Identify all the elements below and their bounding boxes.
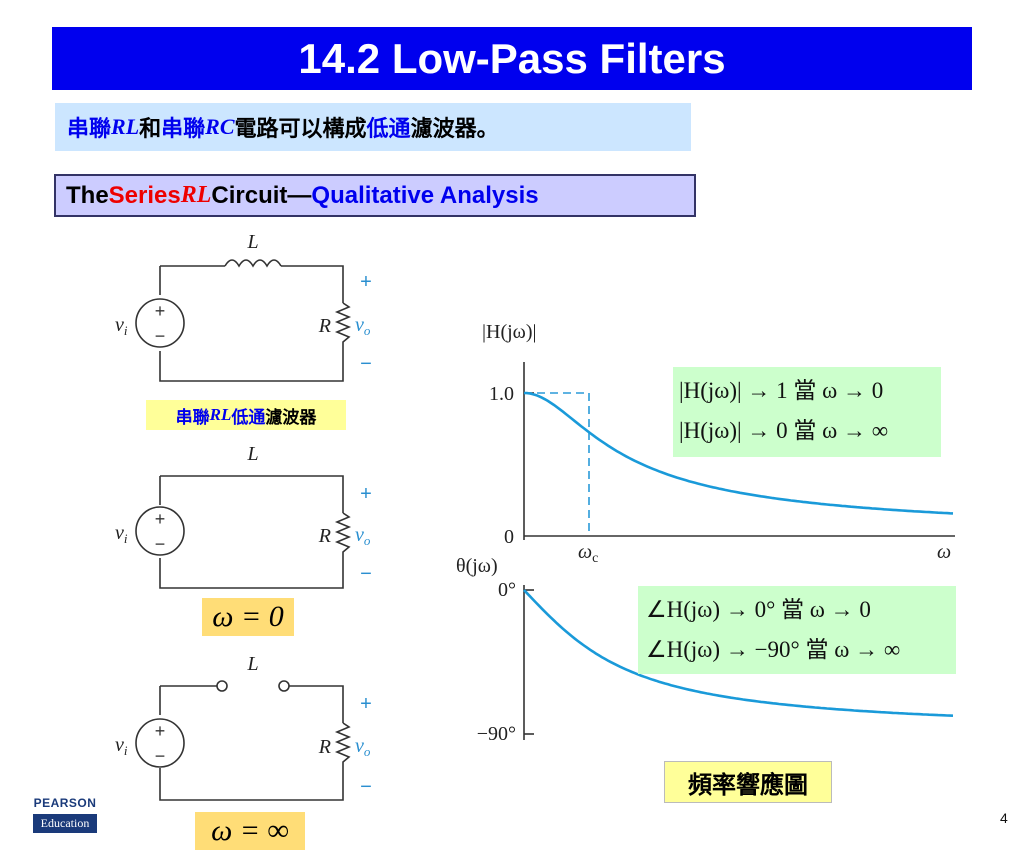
section-the: The bbox=[66, 181, 109, 209]
inductor-label-1: L bbox=[246, 231, 258, 253]
voltage-source-symbol bbox=[135, 718, 185, 768]
section-rl: RL bbox=[180, 182, 212, 208]
frequency-response-label: 頻率響應圖 bbox=[664, 761, 832, 803]
source-plus-3: + bbox=[155, 721, 166, 741]
circuit-3 bbox=[135, 680, 352, 801]
source-minus-1: − bbox=[155, 326, 166, 346]
caption-part4: 濾波器 bbox=[265, 407, 317, 428]
circuit2-caption: ω = 0 bbox=[202, 598, 294, 636]
source-minus-3: − bbox=[155, 746, 166, 766]
output-minus-3: − bbox=[360, 776, 372, 798]
resistor-symbol bbox=[334, 302, 352, 348]
source-minus-2: − bbox=[155, 534, 166, 554]
source-plus-2: + bbox=[155, 509, 166, 529]
intro-part6: 電路可以構成 bbox=[234, 116, 367, 142]
circuit-diagrams: + − + − + − + − + − + − L L L R R R vi v… bbox=[115, 231, 372, 801]
section-analysis: Qualitative Analysis bbox=[311, 181, 539, 209]
intro-part1: 串聯 bbox=[67, 116, 112, 142]
phase-note-line1: ∠H(jω) → 0° 當 ω → 0 bbox=[646, 597, 871, 622]
output-minus-2: − bbox=[360, 563, 372, 585]
circuit3-caption: ω = ∞ bbox=[195, 812, 305, 850]
output-minus-1: − bbox=[360, 353, 372, 375]
inductor-label-3: L bbox=[246, 653, 258, 675]
phase-tick-bottom: −90° bbox=[477, 723, 516, 745]
phase-curve bbox=[523, 589, 954, 717]
resistor-label-2: R bbox=[318, 525, 331, 547]
resistor-label-3: R bbox=[318, 736, 331, 758]
page-number: 4 bbox=[1000, 810, 1008, 826]
phase-ylabel: θ(jω) bbox=[456, 555, 498, 577]
intro-part4: 串聯 bbox=[161, 116, 206, 142]
caption-part1: 串聯 bbox=[175, 407, 210, 428]
phase-note-line2: ∠H(jω) → −90° 當 ω → ∞ bbox=[646, 637, 901, 662]
slide-title: 14.2 Low-Pass Filters bbox=[52, 27, 972, 90]
voltage-source-symbol bbox=[135, 506, 185, 556]
magnitude-note-line1: |H(jω)| → 1 當 ω → 0 bbox=[679, 378, 884, 403]
source-label-1: vi bbox=[115, 314, 128, 338]
output-plus-3: + bbox=[360, 693, 372, 715]
output-label-3: vo bbox=[355, 735, 371, 759]
phase-limits-note: ∠H(jω) → 0° 當 ω → 0 ∠H(jω) → −90° 當 ω → … bbox=[638, 586, 956, 674]
logo-top-text: PEARSON bbox=[33, 796, 97, 810]
inductor-symbol bbox=[224, 259, 282, 268]
intro-part3: 和 bbox=[139, 116, 162, 142]
magnitude-xtick-wc: ωc bbox=[578, 541, 598, 566]
output-plus-1: + bbox=[360, 271, 372, 293]
magnitude-tick-top: 1.0 bbox=[489, 383, 514, 405]
caption-part3: 低通 bbox=[231, 407, 266, 428]
section-circuit: Circuit— bbox=[211, 181, 312, 209]
magnitude-curve bbox=[523, 391, 954, 515]
intro-part5: RC bbox=[205, 114, 235, 139]
section-series: Series bbox=[108, 181, 181, 209]
magnitude-limits-note: |H(jω)| → 1 當 ω → 0 |H(jω)| → 0 當 ω → ∞ bbox=[673, 367, 941, 457]
inductor-label-2: L bbox=[246, 443, 258, 465]
resistor-symbol bbox=[334, 722, 352, 768]
pearson-logo: PEARSON Education bbox=[33, 796, 97, 840]
source-label-3: vi bbox=[115, 734, 128, 758]
section-heading: The Series RL Circuit—Qualitative Analys… bbox=[54, 174, 696, 217]
magnitude-ylabel: |H(jω)| bbox=[482, 321, 537, 343]
magnitude-xlabel: ω bbox=[937, 541, 951, 563]
magnitude-note-line2: |H(jω)| → 0 當 ω → ∞ bbox=[679, 418, 889, 443]
logo-bottom-text: Education bbox=[33, 814, 97, 833]
intro-part2: RL bbox=[111, 114, 140, 139]
voltage-source-symbol bbox=[135, 298, 185, 348]
phase-tick-top: 0° bbox=[498, 579, 516, 601]
intro-part7: 低通 bbox=[366, 116, 411, 142]
resistor-symbol bbox=[334, 512, 352, 558]
output-label-1: vo bbox=[355, 314, 371, 338]
output-label-2: vo bbox=[355, 524, 371, 548]
circuit-1 bbox=[135, 259, 352, 382]
frequency-response-plots: |H(jω)| 1.0 0 ωc ω θ(jω) 0° −90° bbox=[456, 321, 955, 745]
intro-part8: 濾波器。 bbox=[410, 116, 499, 142]
magnitude-tick-bottom: 0 bbox=[504, 526, 514, 548]
circuit-2 bbox=[135, 475, 352, 589]
source-label-2: vi bbox=[115, 522, 128, 546]
resistor-label-1: R bbox=[318, 315, 331, 337]
source-plus-1: + bbox=[155, 301, 166, 321]
caption-part2: RL bbox=[209, 405, 232, 424]
output-plus-2: + bbox=[360, 483, 372, 505]
